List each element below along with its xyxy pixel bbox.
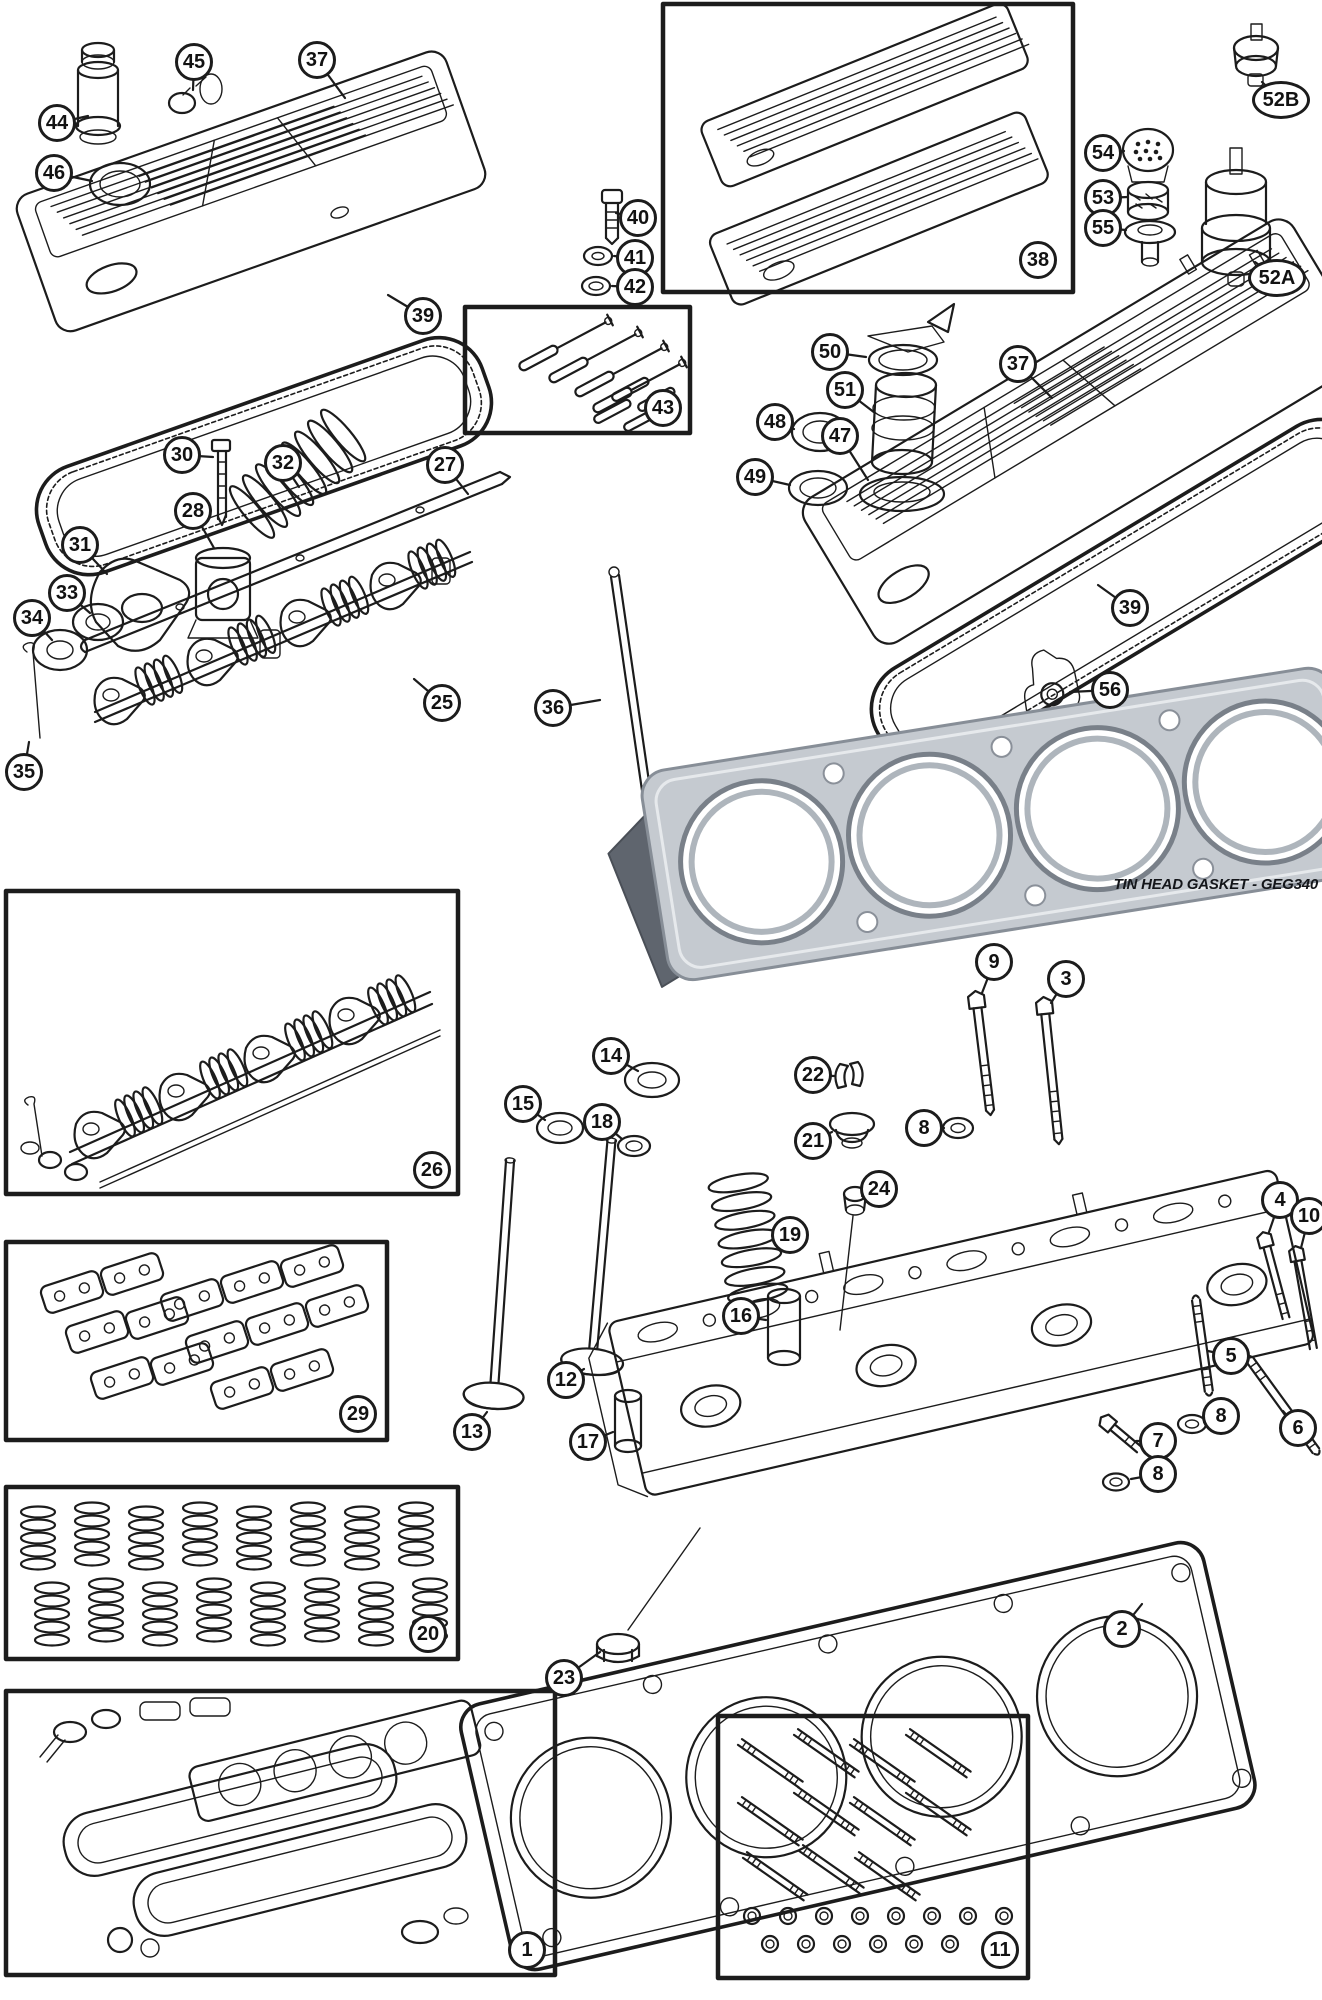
callout-leader-45 — [191, 60, 196, 92]
parts-box-38 — [660, 1, 1076, 306]
nut-23 — [595, 1527, 701, 1664]
washer-33 — [71, 602, 125, 642]
callout-leader-40 — [614, 211, 640, 220]
callout-leader-14 — [609, 1054, 640, 1073]
oil-filler-tube-51 — [870, 371, 938, 476]
callout-leader-18 — [600, 1120, 624, 1141]
callout-leader-8-3 — [1129, 1472, 1160, 1481]
callout-leader-13 — [470, 1410, 489, 1434]
callout-leader-5 — [1206, 1349, 1233, 1358]
callout-leader-36 — [551, 698, 602, 710]
callout-leader-39-2 — [1096, 583, 1132, 610]
callout-leader-4 — [1267, 1198, 1282, 1234]
split-pin-35 — [22, 642, 41, 739]
callout-leader-21 — [811, 1130, 834, 1143]
callout-leader-30 — [180, 453, 215, 459]
callout-leader-39 — [386, 293, 425, 318]
callout-leader-35 — [22, 740, 31, 774]
callout-leader-44 — [55, 114, 90, 125]
parts-box-43 — [462, 304, 693, 436]
cover-screw-40 — [600, 188, 624, 246]
callout-leader-46 — [52, 171, 94, 183]
parts-box-20 — [3, 1484, 461, 1662]
callout-leader-25 — [412, 677, 444, 705]
callout-leader-23 — [562, 1650, 602, 1680]
valve-13 — [462, 1157, 525, 1411]
callout-leader-17 — [586, 1430, 615, 1444]
oil-filler-funnel-50 — [867, 302, 956, 377]
callout-leader-3 — [1049, 977, 1068, 1005]
seal-ring-49 — [787, 469, 849, 507]
callout-leader-15 — [521, 1102, 547, 1122]
callout-leader-8-2 — [1202, 1414, 1223, 1424]
callout-leader-12 — [564, 1367, 586, 1382]
filler-base-ring-47 — [858, 475, 946, 513]
head-bolt-9 — [966, 989, 996, 1117]
callout-leader-24 — [860, 1187, 881, 1198]
rocker-pedestal-28 — [187, 546, 259, 639]
callout-leader-37-2 — [1016, 362, 1054, 400]
callout-leader-22 — [811, 1073, 836, 1078]
callout-leader-28 — [191, 509, 216, 550]
callout-leader-42 — [610, 284, 637, 289]
callout-leader-41 — [612, 254, 637, 260]
oil-filler-cap-44 — [74, 41, 122, 145]
callout-leader-37 — [315, 58, 347, 100]
callout-leader-55 — [1101, 226, 1128, 232]
head-bolt-3 — [1034, 995, 1064, 1146]
rocker-shaft-assembly — [22, 403, 656, 824]
valve-guide-17 — [613, 1388, 643, 1454]
callout-leader-51 — [843, 388, 877, 415]
callout-leader-47 — [838, 434, 870, 482]
seal-washer-42 — [580, 275, 612, 297]
callout-leader-34 — [30, 616, 54, 642]
grommet-55 — [1123, 219, 1177, 267]
rocker-shaft-27 — [79, 470, 512, 654]
callout-leader-31 — [78, 543, 109, 576]
gasket-photo-caption: TIN HEAD GASKET - GEG340 — [1113, 876, 1319, 893]
callout-leader-27 — [443, 463, 470, 496]
bolt-10 — [1288, 1244, 1318, 1351]
washer-8-low — [1101, 1472, 1131, 1492]
parts-box-29 — [3, 1239, 390, 1443]
callout-leader-16 — [739, 1314, 768, 1322]
callout-leader-54 — [1101, 149, 1126, 155]
bolt-7 — [1098, 1413, 1143, 1454]
valve-seal-14 — [623, 1061, 681, 1099]
rocker-bolt-30 — [210, 438, 232, 527]
callout-leader-32 — [281, 461, 301, 489]
callout-leader-33 — [65, 591, 92, 615]
callout-leader-56 — [1068, 688, 1112, 694]
parts-box-26 — [3, 888, 461, 1197]
callout-leader-53 — [1101, 195, 1130, 200]
parts-box-11 — [715, 1713, 1031, 1981]
callout-leader-10 — [1299, 1214, 1311, 1250]
filter-element-53 — [1126, 180, 1170, 222]
callout-leader-50 — [828, 350, 868, 359]
callout-leader-48 — [773, 420, 796, 431]
bolt-4 — [1256, 1231, 1291, 1321]
callout-leader-19 — [770, 1233, 792, 1238]
callout-leader-9 — [980, 960, 996, 995]
rocker-arm-31 — [89, 557, 191, 652]
rocker-shaft-assembly-25 — [93, 536, 474, 726]
callout-leader-2 — [1120, 1602, 1144, 1631]
callout-leader-52A — [1253, 260, 1279, 280]
callout-leader-49 — [753, 475, 792, 487]
seal-ring-46 — [88, 161, 152, 207]
head-gasket-photo — [607, 666, 1322, 988]
callout-leader-52B — [1260, 80, 1283, 102]
parts-box-1 — [3, 1688, 558, 1978]
stud-5 — [1190, 1294, 1214, 1397]
washer-18 — [616, 1134, 652, 1158]
cylinder-head — [588, 1169, 1315, 1498]
washer-41 — [582, 245, 614, 267]
valve-collets-22 — [834, 1060, 864, 1090]
callout-leader-6 — [1281, 1409, 1300, 1430]
